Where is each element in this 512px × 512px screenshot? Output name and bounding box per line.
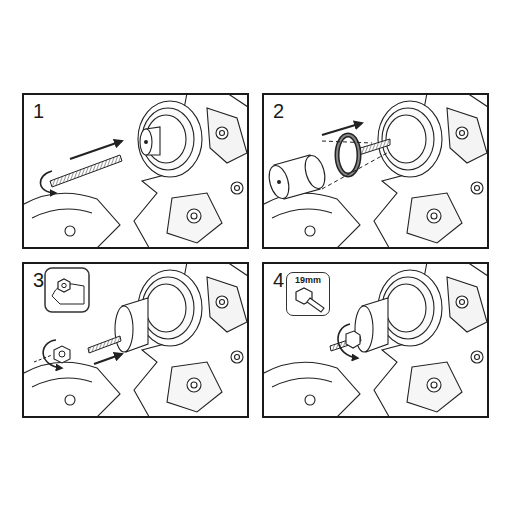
step-panel: 419mm bbox=[262, 262, 489, 418]
step-panel: 1 bbox=[22, 93, 249, 249]
step-number: 4 bbox=[273, 270, 284, 290]
tool-size-label: 19mm bbox=[287, 276, 329, 285]
step-number: 1 bbox=[33, 101, 44, 121]
step-panel: 2 bbox=[262, 93, 489, 249]
step-number: 2 bbox=[273, 101, 284, 121]
tool-size-badge: 19mm bbox=[286, 272, 330, 316]
step-number: 3 bbox=[33, 270, 44, 290]
step-panel: 3 bbox=[22, 262, 249, 418]
